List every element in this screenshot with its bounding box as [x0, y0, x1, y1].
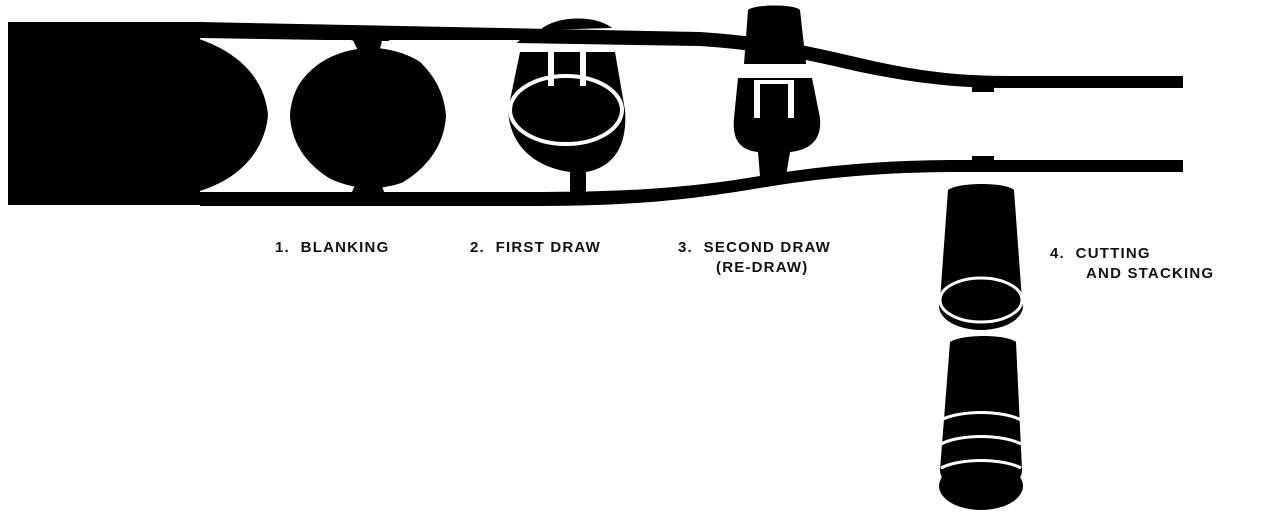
cut-notch-top	[972, 86, 994, 92]
step-title: CUTTING	[1076, 245, 1151, 262]
cut-notch-bottom	[972, 156, 994, 162]
step-number: 1.	[275, 238, 290, 258]
step-label-cutting: 4. CUTTING AND STACKING	[1050, 244, 1214, 284]
step-subtitle: (RE-DRAW)	[678, 258, 831, 278]
first-draw-cup-top	[540, 18, 612, 30]
first-draw-cup-body	[508, 52, 625, 192]
second-draw-punch	[744, 6, 806, 65]
step-label-first-draw: 2. FIRST DRAW	[470, 238, 601, 258]
step-label-blanking: 1. BLANKING	[275, 238, 389, 258]
stacked-cups-bottom	[939, 462, 1023, 510]
step-label-second-draw: 3. SECOND DRAW (RE-DRAW)	[678, 238, 831, 278]
step-title: SECOND DRAW	[704, 239, 831, 256]
second-draw-cup-body	[734, 78, 821, 176]
step-subtitle: AND STACKING	[1050, 264, 1214, 284]
step-number: 4.	[1050, 244, 1065, 264]
step-title: FIRST DRAW	[496, 239, 601, 256]
step-title: BLANKING	[301, 239, 390, 256]
step-number: 3.	[678, 238, 693, 258]
metal-strip-solid-end	[8, 22, 200, 205]
step-number: 2.	[470, 238, 485, 258]
